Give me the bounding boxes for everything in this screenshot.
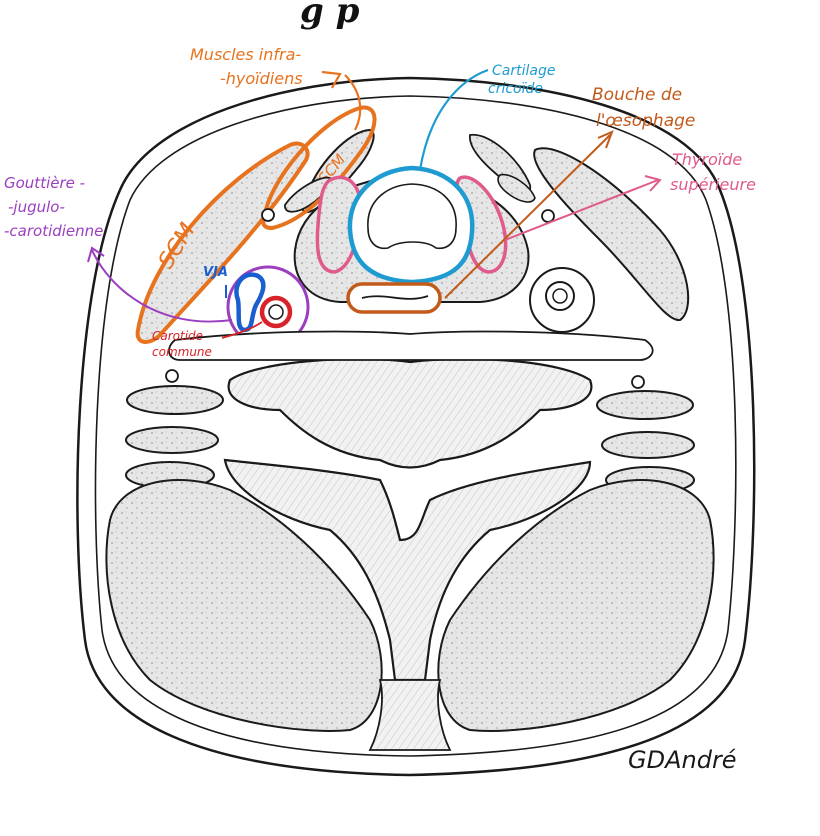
arrow-infra-hyoid-head [321,70,342,89]
trapezius-left [105,479,383,732]
title-fragment: g p [300,0,360,31]
arrow-carotide [221,321,263,339]
small-nerve-left [165,369,179,383]
fascia-outline [94,95,737,757]
cricoid-inner [367,183,457,250]
label-muscles-infra-hyoidiens: Muscles infra- -hyoïdiens [190,45,306,88]
infra-hyoid-outline [261,105,377,231]
arrow-thyroid [504,179,659,241]
internal-jugular-vein [234,272,266,333]
signature: GDAndré [628,746,737,774]
small-nerve-right [631,375,645,389]
small-vessel-right [541,209,555,223]
scalene-right-2 [601,431,695,459]
nuchal-ligament [368,679,452,751]
arrow-oesophagus-head [597,130,614,149]
arrow-thyroid-head [644,175,662,192]
arrow-oesophagus [444,134,611,299]
oesophagus-lumen [361,295,429,300]
arrow-cricoid [418,68,489,171]
arrow-gouttiere-head [87,246,105,263]
scalene-left-1 [126,385,224,415]
scalene-left-2 [125,426,219,454]
right-carotid-inner [552,288,568,304]
scm-left-muscle [135,141,310,344]
label-bouche-oesophage: Bouche de l'œsophage [592,85,695,131]
arrow-gouttiere [91,249,233,323]
trapezius-right [437,479,715,732]
scalene-right-1 [596,390,694,420]
infra-hyoid-right-lower [497,173,536,203]
label-carotide-commune: Carotide commune [152,329,212,359]
label-vja: VJA [203,265,228,280]
prevertebral-band [168,330,654,361]
label-thyroide-superieure: Thyroïde supérieure [670,150,756,194]
label-gouttiere-jugulo-carotidienne: Gouttière - -jugulo- -carotidienne [4,174,103,240]
common-carotid-artery-inner [268,304,284,320]
label-cartilage-cricoide: Cartilage cricoïde [488,63,560,97]
small-vessel-left [261,208,275,222]
arrow-infra-hyoid [344,74,362,131]
vertebral-body [227,357,593,469]
posterior-arch [223,458,592,682]
scm-right-muscle [533,147,690,321]
